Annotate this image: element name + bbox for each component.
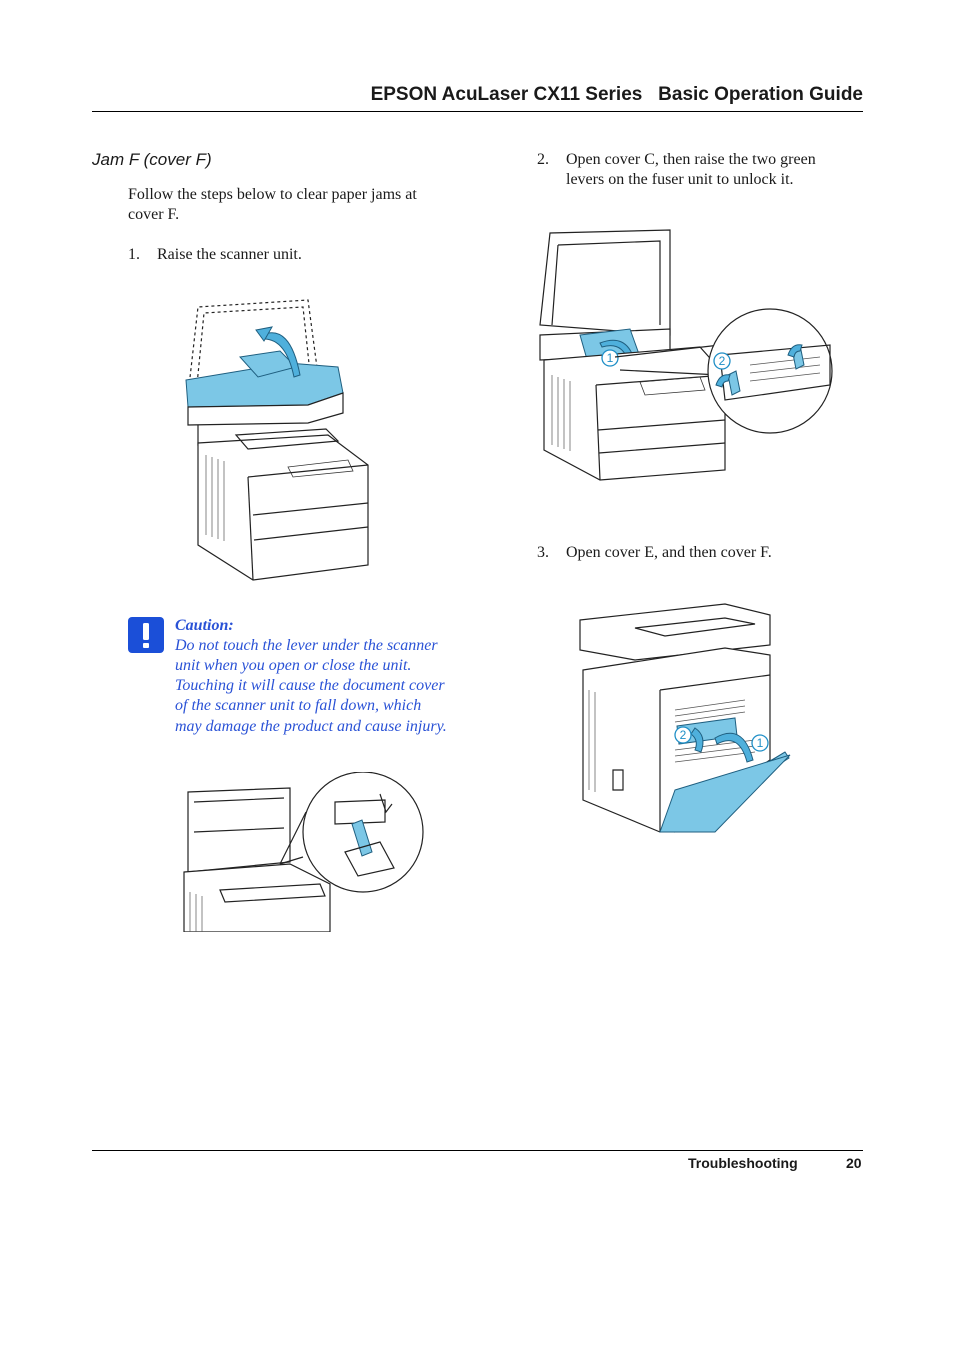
section-title: Jam F (cover F) [92,150,212,169]
step-2-number: 2. [537,151,549,168]
intro-line-1: Follow the steps below to clear paper ja… [128,186,417,203]
caution-line-1: Do not touch the lever under the scanner [175,637,438,654]
step-3-number: 3. [537,544,549,561]
figure-open-cover-e-and-f: 2 1 [579,603,791,833]
callout-2-label-fig3: 2 [680,728,687,742]
caution-line-5: may damage the product and cause injury. [175,718,447,735]
step-2-text-line-1: Open cover C, then raise the two green [566,151,816,168]
page-header-title: EPSON AcuLaser CX11 Series Basic Operati… [370,84,863,105]
figure-open-cover-c-raise-levers: 1 2 [539,229,833,481]
footer-section: Troubleshooting [688,1155,798,1171]
step-1-number: 1. [128,246,140,263]
caution-line-3: Touching it will cause the document cove… [175,677,445,694]
callout-2-label: 2 [719,354,726,368]
caution-exclamation-icon [128,617,164,653]
step-2-text-line-2: levers on the fuser unit to unlock it. [566,171,794,188]
step-1-text: Raise the scanner unit. [157,246,302,263]
callout-1-label: 1 [607,351,614,365]
header-rule [92,111,863,112]
footer-rule [92,1150,863,1151]
figure-scanner-lever-detail [183,772,424,932]
caution-title: Caution: [175,617,234,634]
footer-page-number: 20 [846,1155,862,1171]
figure-raise-scanner-unit [185,299,369,581]
callout-1-label-fig3: 1 [757,736,764,750]
caution-line-4: of the scanner unit to fall down, which [175,697,422,714]
caution-line-2: unit when you open or close the unit. [175,657,412,674]
intro-line-2: cover F. [128,206,180,223]
step-3-text: Open cover E, and then cover F. [566,544,772,561]
